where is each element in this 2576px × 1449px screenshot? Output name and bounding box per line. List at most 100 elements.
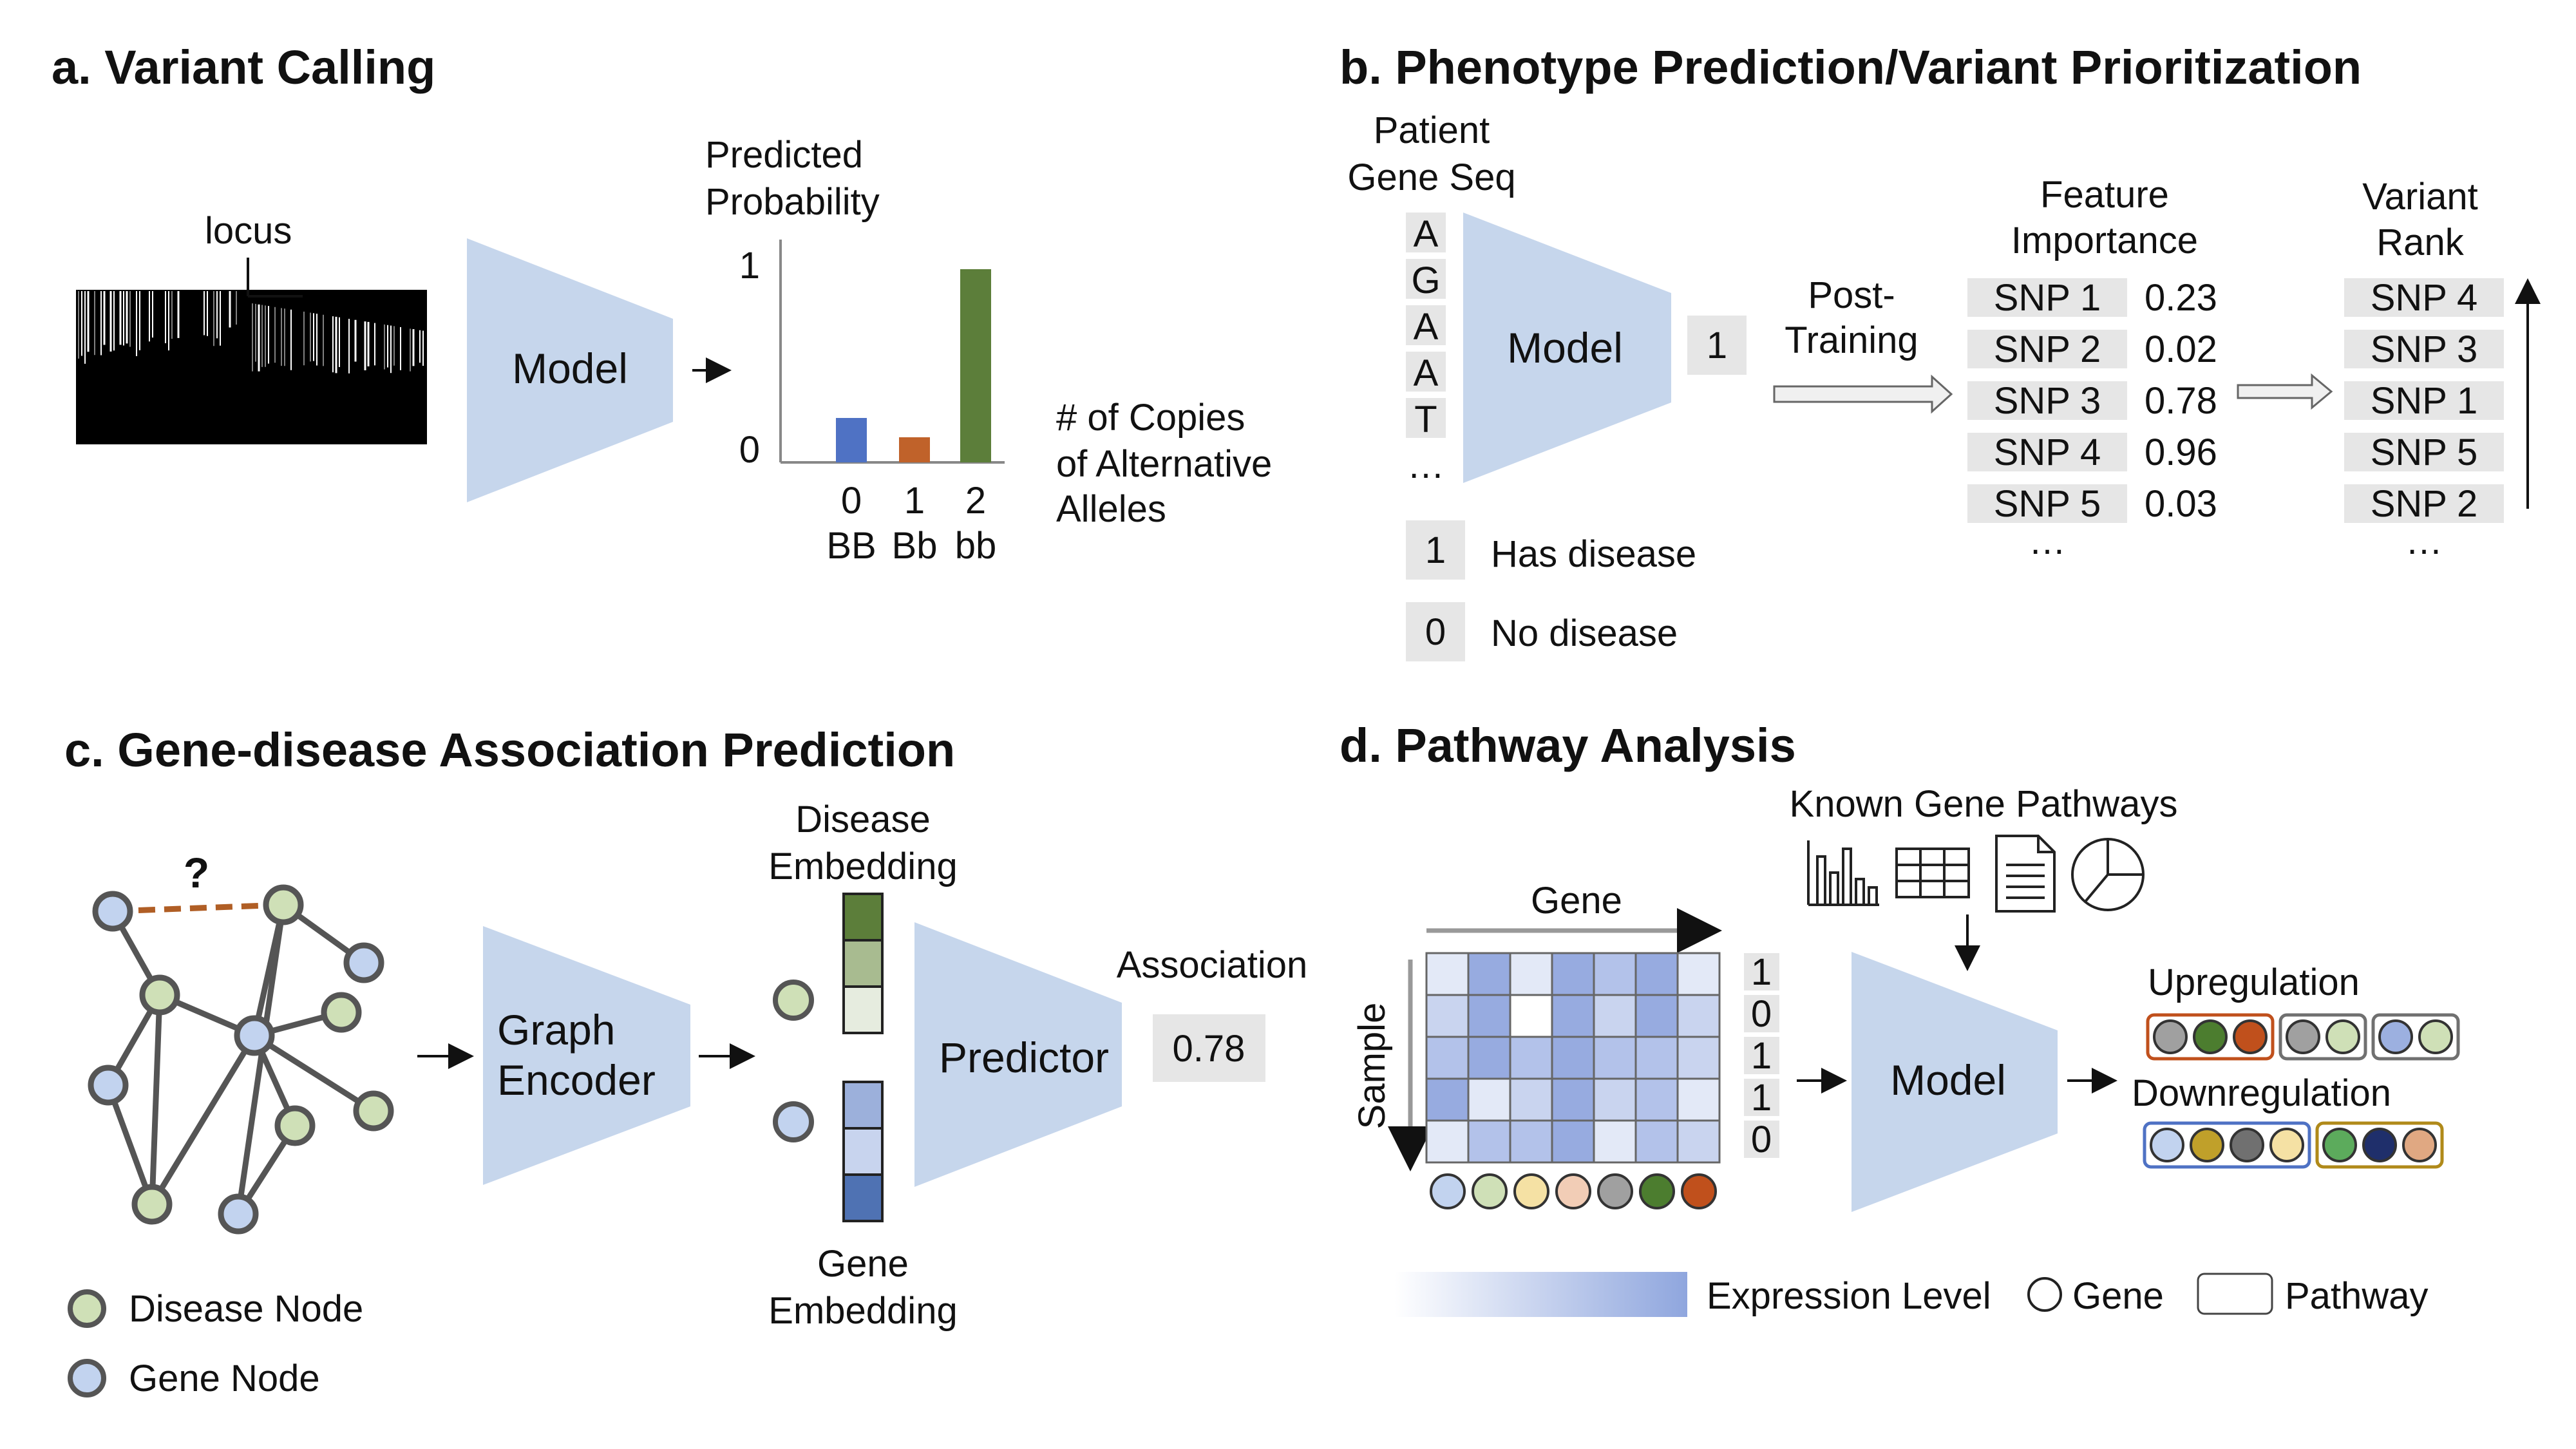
feature-ellipsis: … <box>2029 520 2066 562</box>
heatmap-cell <box>1425 1077 1470 1122</box>
panel-a-title: a. Variant Calling <box>52 41 435 94</box>
legend-gene-node <box>68 1359 106 1397</box>
pathway-gene <box>2402 1128 2437 1162</box>
table-icon <box>1895 848 1970 898</box>
variant-calling-model-label: Model <box>512 345 628 392</box>
panel-b: b. Phenotype Prediction/Variant Prioriti… <box>1340 41 2541 661</box>
seq-base: T <box>1414 399 1437 440</box>
legend-gene-text: Gene <box>2072 1275 2164 1317</box>
seq-base: A <box>1414 306 1439 348</box>
heatmap-cell <box>1634 1119 1679 1164</box>
seq-title-line1: Patient <box>1374 109 1490 151</box>
sample-label: 0 <box>1751 993 1772 1035</box>
bar-chart-icon <box>1807 840 1879 906</box>
pathway-gene <box>2190 1128 2224 1162</box>
sample-label: 1 <box>1751 1077 1772 1119</box>
panel-b-title: b. Phenotype Prediction/Variant Prioriti… <box>1340 41 2362 94</box>
variant-rank-list: SNP 4 SNP 3 SNP 1 SNP 5 SNP 2 … <box>2344 277 2504 562</box>
graph-encoder-line2: Encoder <box>497 1056 656 1104</box>
feature-score: 0.03 <box>2145 483 2217 525</box>
prediction-output-box <box>1687 316 1747 375</box>
gene-circle <box>1513 1173 1549 1209</box>
legend-no-disease-box <box>1406 602 1465 661</box>
predictor-model <box>914 922 1122 1187</box>
gene-disease-graph <box>88 884 394 1235</box>
chart-xlabel-line1: # of Copies <box>1056 397 1245 439</box>
heatmap-cell <box>1425 994 1470 1038</box>
heatmap-cell <box>1467 952 1511 996</box>
legend-has-disease-text: Has disease <box>1491 533 1696 575</box>
heatmap-cell <box>1551 1119 1595 1164</box>
legend-pathway-box <box>2197 1273 2273 1315</box>
disease-node <box>274 1105 316 1146</box>
seq-ellipsis: … <box>1407 444 1444 486</box>
gene-node-input <box>773 1101 814 1142</box>
heatmap-cell <box>1551 1036 1595 1080</box>
bar-layer <box>836 269 991 462</box>
seq-base: A <box>1414 352 1439 394</box>
legend-disease-node <box>68 1289 106 1328</box>
panel-c-title: c. Gene-disease Association Prediction <box>64 723 955 777</box>
rank-snp: SNP 2 <box>2371 483 2478 525</box>
legend-has-disease-value: 1 <box>1425 529 1446 571</box>
graph-edges <box>105 902 375 1216</box>
bar-Bb <box>899 437 930 462</box>
pathway-model <box>1852 952 2058 1212</box>
post-training-line2: Training <box>1785 319 1918 361</box>
gene-node <box>218 1193 259 1235</box>
legend-pathway-text: Pathway <box>2285 1275 2428 1317</box>
feature-title-line1: Feature <box>2040 174 2169 216</box>
sample-axis-label: Sample <box>1351 1003 1393 1130</box>
rank-snp: SNP 3 <box>2371 328 2478 370</box>
bar-bb <box>960 269 991 462</box>
heatmap-cell <box>1509 1036 1553 1080</box>
disease-embedding-line1: Disease <box>795 799 931 840</box>
read-stripes <box>78 291 424 374</box>
gene-circle <box>1555 1173 1591 1209</box>
pathway-gene <box>2418 1019 2453 1054</box>
gene-circle <box>1472 1173 1508 1209</box>
x-tick-copies: 1 <box>904 480 925 522</box>
chart-xlabel-line3: Alleles <box>1056 488 1166 530</box>
graph-encoder-line1: Graph <box>497 1006 615 1054</box>
seq-title-line2: Gene Seq <box>1347 156 1515 198</box>
chart-ylabel-line2: Probability <box>705 181 880 223</box>
gene-axis-label: Gene <box>1531 880 1622 922</box>
post-training-line1: Post- <box>1808 274 1895 316</box>
disease-node <box>131 1184 173 1225</box>
hollow-arrow-rank <box>2237 373 2333 410</box>
prediction-output-value: 1 <box>1707 325 1727 366</box>
gene-circle <box>1639 1173 1675 1209</box>
chart-ylabel-line1: Predicted <box>705 134 863 176</box>
heatmap-cell <box>1551 1077 1595 1122</box>
heatmap-cell <box>1676 1036 1721 1080</box>
chart-xlabel-line2: of Alternative <box>1056 443 1272 485</box>
pathway-gene <box>2230 1128 2264 1162</box>
heatmap-cell <box>1509 1077 1553 1122</box>
pathway-model-label: Model <box>1890 1056 2006 1104</box>
disease-node <box>139 974 180 1016</box>
pathway-gene <box>2286 1019 2320 1054</box>
phenotype-model <box>1463 213 1671 483</box>
legend-has-disease-box <box>1406 520 1465 580</box>
y-tick-0: 0 <box>739 429 760 471</box>
pathway-gene <box>2269 1128 2304 1162</box>
heatmap-cell <box>1634 1077 1679 1122</box>
upregulated-pathways <box>2146 1013 2460 1061</box>
gene-circle-row <box>1430 1173 1717 1209</box>
panel-d-title: d. Pathway Analysis <box>1340 719 1796 772</box>
gene-sequence: A G A A T … <box>1406 213 1446 486</box>
feature-snp: SNP 5 <box>1994 483 2101 525</box>
heatmap-cell <box>1509 952 1553 996</box>
heatmap-cell <box>1634 1036 1679 1080</box>
predictor-label: Predictor <box>939 1034 1109 1081</box>
heatmap-cell <box>1634 952 1679 996</box>
sample-label: 0 <box>1751 1119 1772 1160</box>
heatmap-cell <box>1467 1077 1511 1122</box>
heatmap-cell <box>1593 1077 1637 1122</box>
disease-node <box>353 1090 394 1132</box>
heatmap-cell <box>1467 1036 1511 1080</box>
feature-score: 0.96 <box>2145 431 2217 473</box>
